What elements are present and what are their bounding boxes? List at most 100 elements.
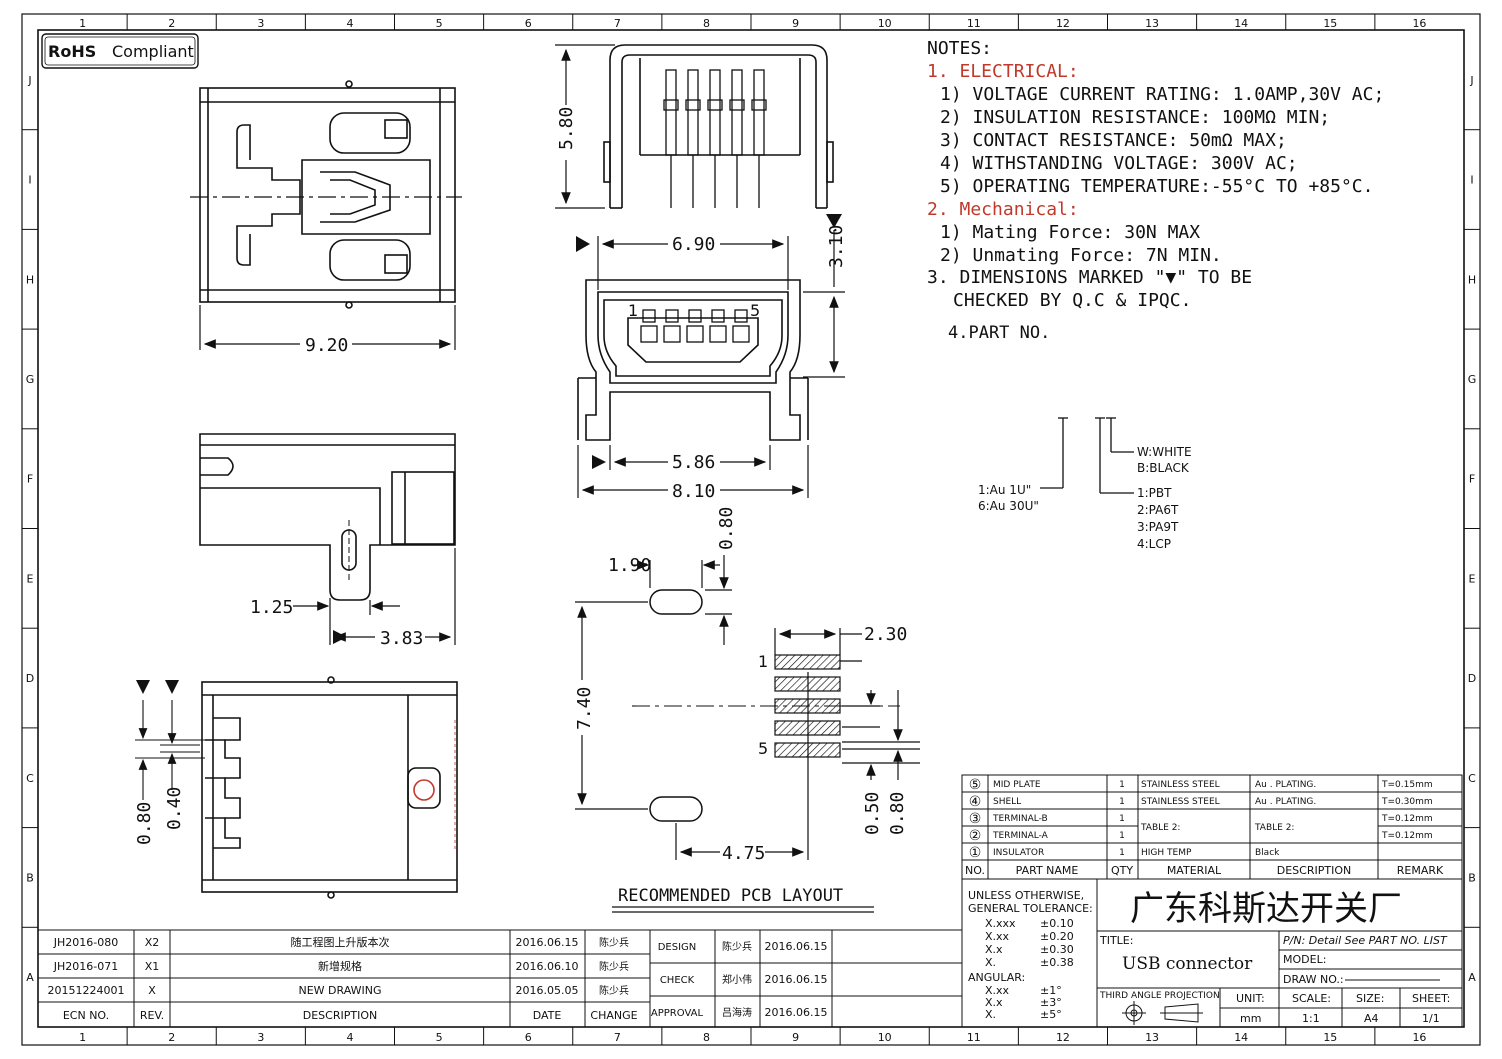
grid-col-label: 12 [1056, 17, 1070, 30]
grid-col-label: 7 [614, 1031, 621, 1044]
profile-pin [665, 69, 677, 156]
approval-name: 郑小伟 [722, 973, 752, 986]
approval-date: 2016.06.15 [765, 1006, 828, 1019]
grid-row-label: I [28, 174, 31, 187]
inspect-marker-icon [165, 680, 179, 694]
grid-col-label: 15 [1323, 1031, 1337, 1044]
grid-col-label: 4 [346, 17, 353, 30]
grid-col-label: 3 [257, 17, 264, 30]
rev-ecn: JH2016-080 [53, 936, 118, 949]
front-pin-top [642, 309, 656, 323]
rev-description: 随工程图上升版本次 [291, 935, 390, 949]
rev-change: 陈少兵 [599, 936, 629, 949]
rev-header-ecn: ECN NO. [63, 1009, 109, 1022]
color-white: W:WHITE [1137, 445, 1192, 459]
approval-role: DESIGN [658, 942, 697, 953]
pin-1-label: 1 [628, 301, 638, 320]
dim-front [577, 230, 845, 498]
grid-row-label: J [27, 74, 31, 87]
grid-col-label: 16 [1412, 17, 1426, 30]
rohs-rest: Compliant [112, 42, 194, 61]
bom-material: STAINLESS STEEL [1141, 780, 1220, 790]
bom-remark: T=0.12mm [1381, 831, 1433, 841]
bom-description: Black [1255, 848, 1280, 858]
rev-change: 陈少兵 [599, 984, 629, 997]
pcb-pin-1-label: 1 [758, 652, 768, 671]
inspect-marker-icon [333, 630, 347, 644]
bom-no: ② [969, 828, 982, 844]
tol-r4v: ±0.38 [1040, 956, 1074, 969]
title-label: TITLE: [1099, 934, 1133, 947]
bom-no: ③ [969, 811, 982, 827]
rev-rev: X2 [145, 936, 160, 949]
part-no-tree [1040, 417, 1134, 494]
notes-title: NOTES: [927, 38, 992, 59]
bom-part-name: TERMINAL-B [992, 814, 1048, 824]
pin-5-label: 5 [750, 301, 760, 320]
grid-col-label: 7 [614, 17, 621, 30]
dim-bottom [135, 700, 205, 800]
profile-pin [687, 69, 699, 156]
note-m1: 1) Mating Force: 30N MAX [940, 222, 1200, 243]
grid-row-label: H [26, 273, 34, 286]
bom-no: ① [969, 845, 982, 861]
rev-date: 2016.06.10 [516, 960, 579, 973]
bom-part-name: MID PLATE [993, 780, 1041, 790]
note-e4: 4) WITHSTANDING VOLTAGE: 300V AC; [940, 153, 1298, 174]
grid-col-label: 1 [79, 1031, 86, 1044]
dim-9-20 [199, 305, 456, 350]
grid-row-label: I [1470, 174, 1473, 187]
rev-date: 2016.05.05 [516, 984, 579, 997]
grid-col-label: 3 [257, 1031, 264, 1044]
tol-r1k: X.xxx [985, 917, 1016, 930]
grid-col-label: 9 [792, 17, 799, 30]
unit-value: mm [1240, 1012, 1261, 1025]
tol-a3v: ±5° [1040, 1008, 1062, 1021]
bom-material: STAINLESS STEEL [1141, 797, 1220, 807]
bom-qty: 1 [1119, 797, 1125, 807]
dim-0-80b-label: 0.80 [887, 792, 908, 835]
dim-pcb [575, 555, 920, 860]
grid-col-label: 13 [1145, 1031, 1159, 1044]
inspect-marker-icon [826, 214, 842, 228]
rev-header-change: CHANGE [590, 1009, 637, 1022]
grid-col-label: 6 [525, 17, 532, 30]
approval-date: 2016.06.15 [765, 940, 828, 953]
dim-0-80a-label: 0.80 [716, 507, 737, 550]
bom-description: Au . PLATING. [1255, 780, 1316, 790]
profile-pin [709, 69, 721, 156]
grid-col-label: 5 [436, 17, 443, 30]
note-e5: 5) OPERATING TEMPERATURE:-55°C TO +85°C. [940, 176, 1373, 197]
note-e2: 2) INSULATION RESISTANCE: 100MΩ MIN; [940, 107, 1330, 128]
inspect-marker-icon [592, 455, 606, 469]
profile-pin-tab [729, 99, 745, 111]
pcb-pad [774, 654, 841, 670]
grid-row-label: A [1468, 971, 1476, 984]
profile-pins [663, 69, 767, 208]
front-pin [709, 325, 727, 343]
dim-5-80 [555, 44, 615, 209]
part-number-note: P/N: Detail See PART NO. LIST [1283, 934, 1448, 947]
tol-r1v: ±0.10 [1040, 917, 1074, 930]
note-4: 4.PART NO. [948, 323, 1050, 343]
dim-5-86-label: 5.86 [672, 452, 715, 473]
dim-3-10-label: 3.10 [826, 225, 847, 268]
bom-qty: 1 [1119, 831, 1125, 841]
profile-pin-tab [663, 99, 679, 111]
notes-mechanical: 2. Mechanical: [927, 199, 1079, 220]
notes-block: NOTES: 1. ELECTRICAL: 1) VOLTAGE CURRENT… [927, 38, 1384, 343]
bom-header-material: MATERIAL [1167, 864, 1222, 877]
rev-header-date: DATE [533, 1009, 562, 1022]
grid-col-label: 5 [436, 1031, 443, 1044]
dim-9-20-label: 9.20 [305, 335, 348, 356]
tol-r4k: X. [985, 956, 996, 969]
tol-a3k: X. [985, 1008, 996, 1021]
rev-header-desc: DESCRIPTION [303, 1009, 377, 1022]
note-e1: 1) VOLTAGE CURRENT RATING: 1.0AMP,30V AC… [940, 84, 1384, 105]
bom-description: TABLE 2: [1254, 823, 1294, 833]
grid-col-label: 16 [1412, 1031, 1426, 1044]
bom-header-name: PART NAME [1016, 864, 1079, 877]
bom-qty: 1 [1119, 780, 1125, 790]
